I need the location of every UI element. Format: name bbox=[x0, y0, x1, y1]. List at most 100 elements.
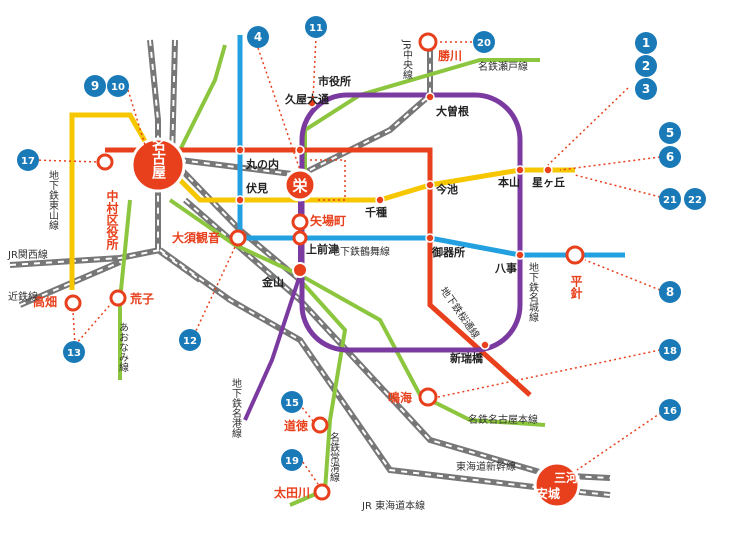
label-kanayama: 金山 bbox=[261, 275, 284, 289]
marker-22[interactable]: 22 bbox=[684, 188, 706, 210]
station-yabacho[interactable] bbox=[291, 213, 309, 231]
station-kamimaezu-dot[interactable] bbox=[292, 230, 308, 246]
marker-9[interactable]: 9 bbox=[84, 75, 106, 97]
label-meiko: 地下鉄名港線 bbox=[230, 377, 242, 438]
marker-11[interactable]: 11 bbox=[305, 16, 327, 38]
svg-text:8: 8 bbox=[666, 285, 674, 299]
svg-text:9: 9 bbox=[91, 79, 99, 93]
label-hisaya-odori: 久屋大通 bbox=[285, 92, 329, 106]
label-meijo: 地下鉄名城線 bbox=[527, 261, 539, 322]
station-nagoya[interactable]: 名古屋 bbox=[130, 136, 186, 193]
label-takabata: 高畑 bbox=[33, 294, 57, 309]
marker-20[interactable]: 20 bbox=[473, 31, 495, 53]
label-ozone: 大曽根 bbox=[436, 104, 470, 118]
station-kanayama[interactable] bbox=[292, 262, 308, 278]
label-motoyama: 本山 bbox=[498, 175, 520, 189]
sakae-label: 栄 bbox=[291, 177, 308, 195]
label-tokoname: 名鉄常滑線 bbox=[328, 431, 340, 482]
anjo-label: 安城 bbox=[536, 486, 560, 501]
marker-15[interactable]: 15 bbox=[281, 391, 303, 413]
marker-8[interactable]: 8 bbox=[659, 281, 681, 303]
label-marunouchi: 丸の内 bbox=[245, 157, 279, 171]
station-sakae[interactable]: 栄 bbox=[283, 168, 317, 202]
svg-text:1: 1 bbox=[642, 36, 650, 50]
marker-10[interactable]: 10 bbox=[107, 75, 129, 97]
svg-text:15: 15 bbox=[285, 398, 299, 409]
marker-21[interactable]: 21 bbox=[659, 188, 681, 210]
marker-18[interactable]: 18 bbox=[659, 339, 681, 361]
svg-text:3: 3 bbox=[642, 82, 650, 96]
higashiyama-line bbox=[69, 112, 575, 290]
station-mikawa-anjo[interactable]: 三河 安城 bbox=[533, 461, 581, 509]
label-hirabari: 平針 bbox=[569, 275, 583, 300]
label-kamimaezu: 上前津 bbox=[306, 242, 339, 256]
marker-19[interactable]: 19 bbox=[281, 449, 303, 471]
label-fushimi: 伏見 bbox=[246, 181, 268, 195]
svg-text:5: 5 bbox=[666, 126, 674, 140]
label-kintetsu: 近鉄線 bbox=[8, 290, 38, 303]
marker-13[interactable]: 13 bbox=[63, 341, 85, 363]
label-nakamura-kuyakusho: 中村区役所 bbox=[105, 189, 119, 251]
hollow-stations bbox=[64, 32, 585, 501]
station-labels-red: 勝川 矢場町 大須観音 中村区役所 高畑 荒子 平針 鳴海 道徳 太田川 bbox=[33, 48, 583, 500]
label-jr-chuo: JR中央線 bbox=[401, 39, 413, 80]
pointer-lines bbox=[33, 35, 666, 485]
marker-5[interactable]: 5 bbox=[659, 122, 681, 144]
label-yabacho: 矢場町 bbox=[310, 213, 346, 228]
svg-text:18: 18 bbox=[663, 346, 677, 357]
svg-text:20: 20 bbox=[477, 38, 491, 49]
station-narumi[interactable] bbox=[418, 387, 438, 407]
label-dotoku: 道徳 bbox=[284, 418, 308, 433]
svg-text:2: 2 bbox=[642, 59, 650, 73]
label-higashiyama: 地下鉄東山線 bbox=[47, 169, 59, 230]
label-meitetsu-seto: 名鉄瀬戸線 bbox=[478, 60, 528, 73]
mikawa-label: 三河 bbox=[554, 470, 578, 485]
label-katsukawa: 勝川 bbox=[438, 48, 462, 63]
station-katsukawa[interactable] bbox=[418, 32, 438, 52]
label-gokiso: 御器所 bbox=[431, 245, 465, 259]
label-yagoto: 八事 bbox=[494, 261, 517, 275]
station-otagawa[interactable] bbox=[313, 483, 331, 501]
svg-text:13: 13 bbox=[67, 348, 81, 359]
station-arako[interactable] bbox=[109, 289, 127, 307]
station-dots bbox=[235, 92, 553, 350]
svg-text:6: 6 bbox=[666, 150, 674, 164]
label-aonami: あおなみ線 bbox=[117, 322, 129, 372]
marker-17[interactable]: 17 bbox=[17, 149, 39, 171]
marker-4[interactable]: 4 bbox=[247, 26, 269, 48]
station-nakamura-kuyakusho[interactable] bbox=[96, 153, 114, 171]
label-aratamabashi: 新瑞橋 bbox=[450, 351, 484, 365]
label-shinkansen: 東海道新幹線 bbox=[456, 460, 516, 473]
label-osu-kannon: 大須観音 bbox=[172, 230, 220, 245]
shinkansen-track bbox=[183, 197, 611, 481]
label-otagawa: 太田川 bbox=[274, 485, 310, 500]
svg-text:11: 11 bbox=[309, 23, 323, 34]
marker-16[interactable]: 16 bbox=[659, 399, 681, 421]
svg-text:10: 10 bbox=[111, 82, 125, 93]
svg-text:19: 19 bbox=[285, 456, 299, 467]
marker-2[interactable]: 2 bbox=[635, 55, 657, 77]
marker-12[interactable]: 12 bbox=[179, 329, 201, 351]
marker-3[interactable]: 3 bbox=[635, 78, 657, 100]
svg-text:22: 22 bbox=[688, 195, 702, 206]
svg-text:4: 4 bbox=[254, 30, 262, 44]
station-osu-kannon[interactable] bbox=[229, 229, 247, 247]
label-imaike: 今池 bbox=[435, 182, 458, 196]
jr-tokaido-track bbox=[158, 247, 611, 498]
station-labels: 市役所 久屋大通 丸の内 伏見 大曽根 千種 今池 本山 星ヶ丘 御器所 八事 … bbox=[245, 74, 565, 365]
svg-text:17: 17 bbox=[21, 156, 35, 167]
marker-1[interactable]: 1 bbox=[635, 32, 657, 54]
line-labels: JR中央線 名鉄瀬戸線 地下鉄東山線 JR関西線 近鉄線 あおなみ線 地下鉄鶴舞… bbox=[7, 39, 539, 512]
nagoya-label-1: 名古屋 bbox=[150, 136, 166, 180]
station-hirabari[interactable] bbox=[565, 245, 585, 265]
label-jr-tokaido: JR 東海道本線 bbox=[361, 499, 425, 512]
meitetsu-tokoname-line bbox=[289, 278, 348, 507]
label-chikusa: 千種 bbox=[365, 205, 387, 219]
label-shiyakusho: 市役所 bbox=[318, 74, 351, 88]
station-takabata[interactable] bbox=[64, 294, 82, 312]
meitetsu-inuyama bbox=[178, 44, 227, 151]
svg-text:16: 16 bbox=[663, 406, 677, 417]
marker-6[interactable]: 6 bbox=[659, 146, 681, 168]
station-dotoku[interactable] bbox=[311, 416, 329, 434]
